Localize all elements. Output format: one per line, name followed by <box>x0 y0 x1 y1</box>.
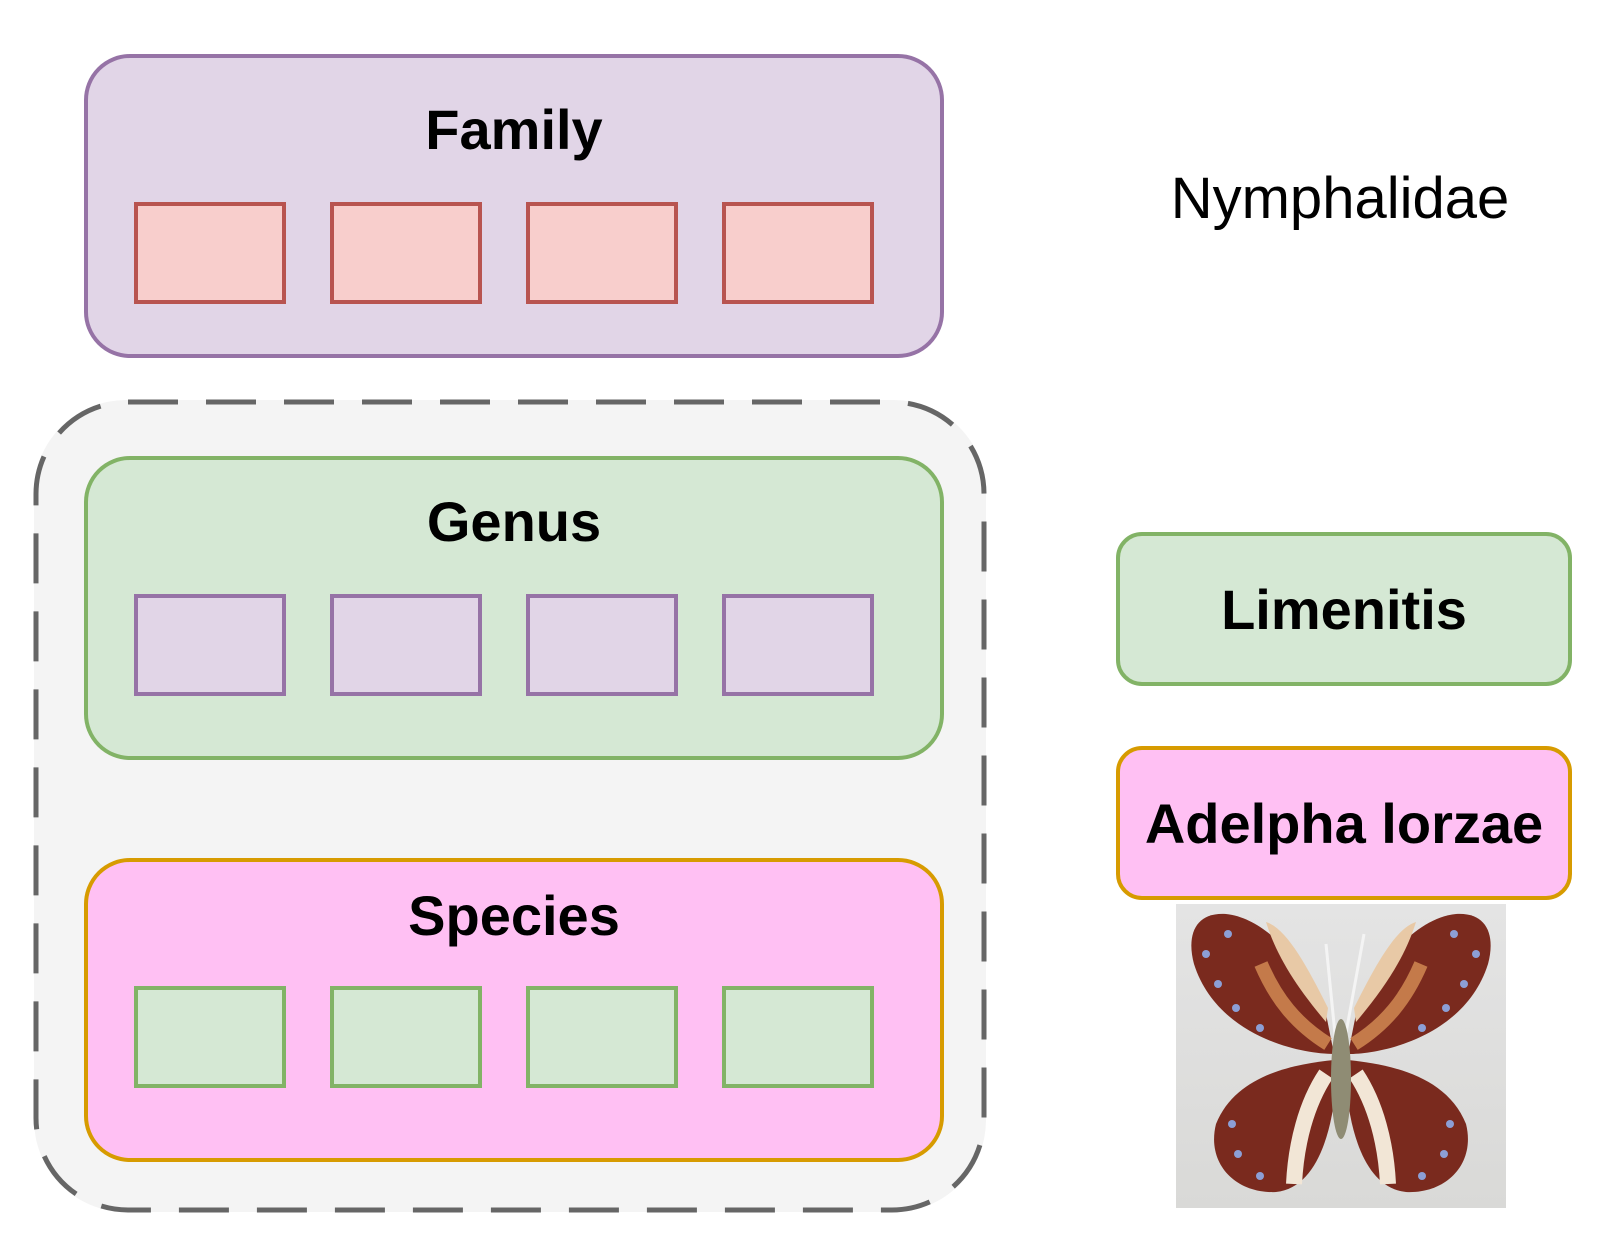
butterfly-specimen-photo <box>1176 904 1506 1208</box>
genus-panel-title: Genus <box>426 490 602 553</box>
family-cell <box>526 202 678 304</box>
family-cell <box>330 202 482 304</box>
dashed-border <box>33 399 987 1213</box>
species-panel: Species <box>84 858 944 1162</box>
species-name-box: Adelpha lorzae <box>1116 746 1572 900</box>
family-cell <box>722 202 874 304</box>
species-panel-title: Species <box>408 884 620 947</box>
butterfly-icon <box>1176 904 1506 1208</box>
genus-cell <box>526 594 678 696</box>
species-cell <box>526 986 678 1088</box>
genus-cell <box>722 594 874 696</box>
species-cell <box>722 986 874 1088</box>
family-cell <box>134 202 286 304</box>
species-cell <box>134 986 286 1088</box>
species-cell <box>330 986 482 1088</box>
family-panel-title: Family <box>425 98 603 161</box>
genus-panel: Genus <box>84 456 944 760</box>
family-panel: Family <box>84 54 944 358</box>
genus-cell <box>330 594 482 696</box>
genus-cell <box>134 594 286 696</box>
family-name-label: Nymphalidae <box>1170 166 1510 231</box>
genus-name-box: Limenitis <box>1116 532 1572 686</box>
